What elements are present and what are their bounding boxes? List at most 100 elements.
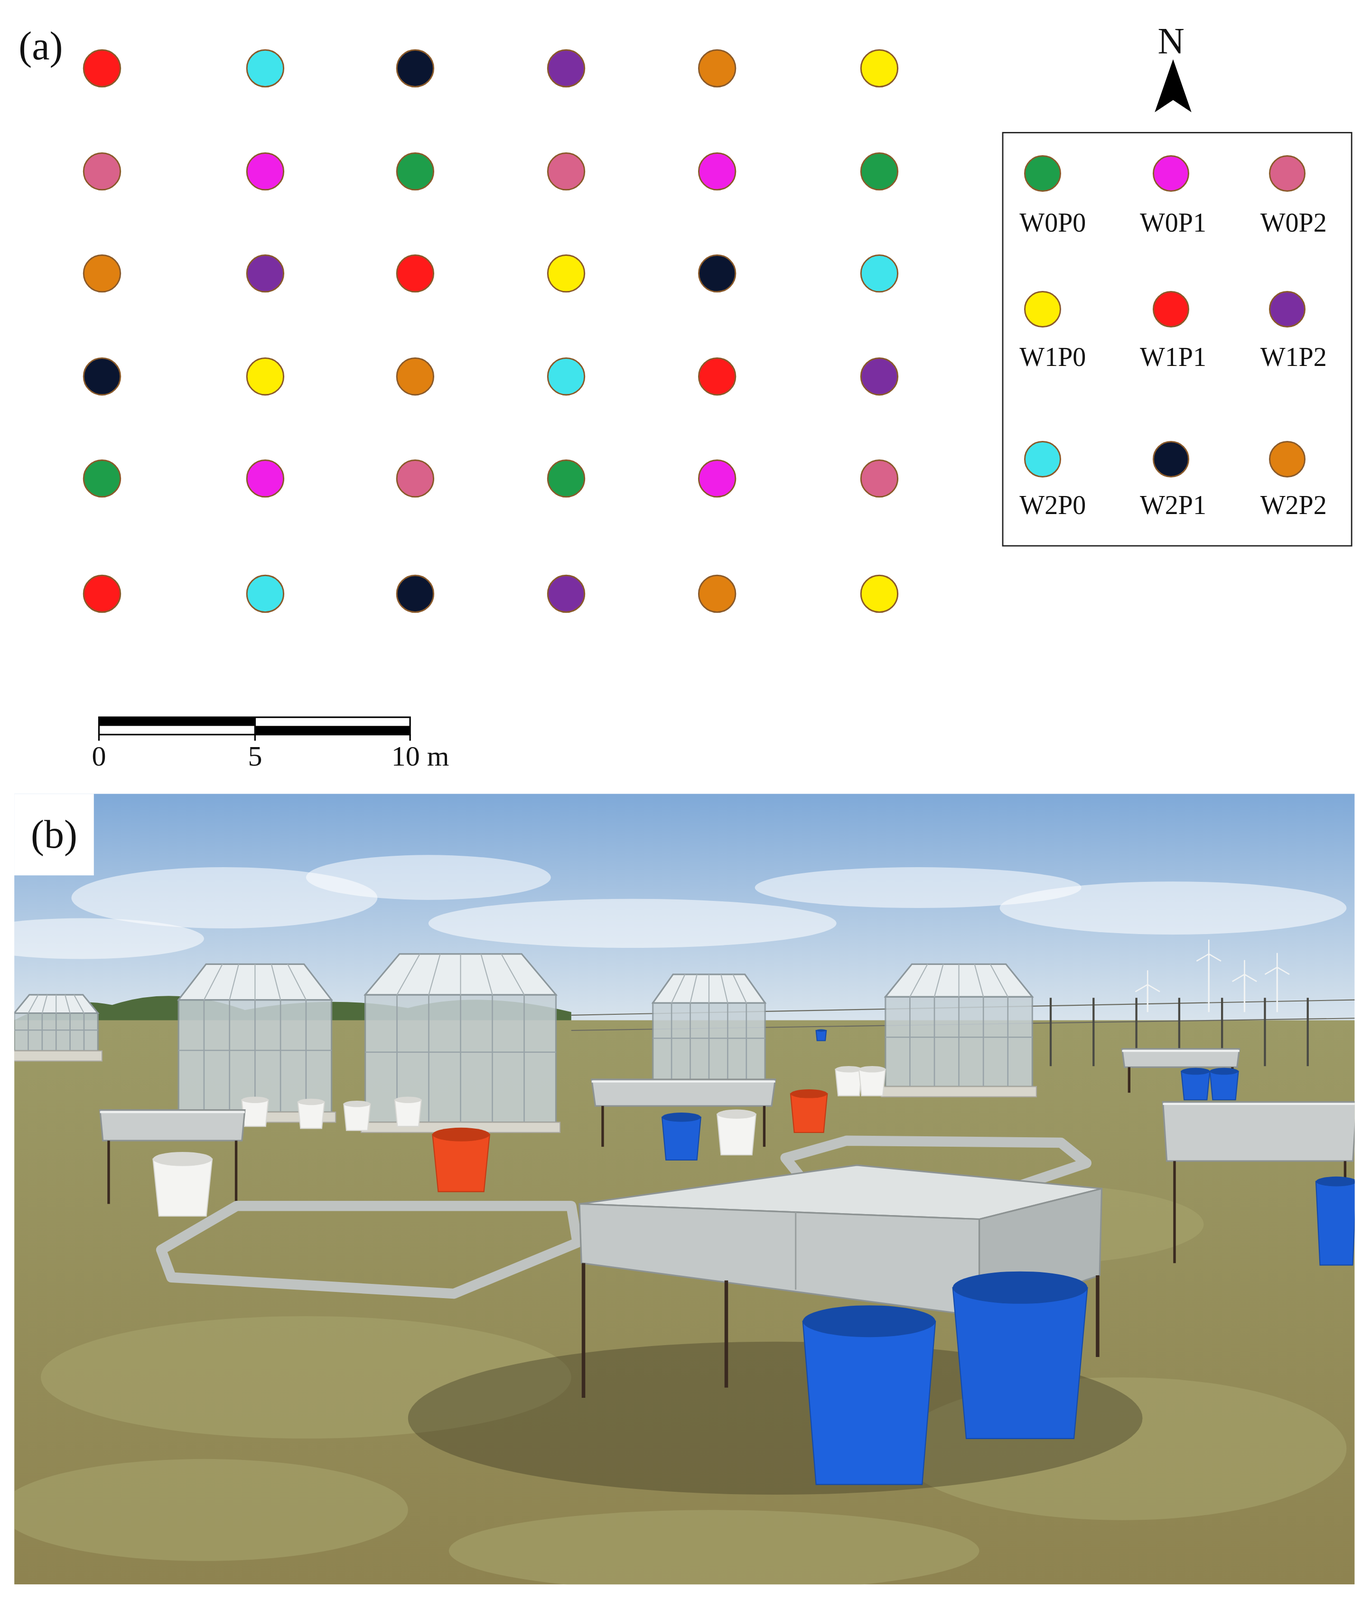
greenhouse-frame bbox=[933, 996, 936, 1087]
greenhouse-roof bbox=[178, 963, 332, 1000]
plot-circle bbox=[396, 254, 434, 292]
roof-panel bbox=[42, 994, 48, 1014]
bucket bbox=[835, 1069, 862, 1096]
roof-panel bbox=[958, 963, 960, 997]
greenhouse-frame bbox=[365, 1051, 557, 1053]
roof-panel bbox=[271, 963, 281, 1000]
bucket-rim bbox=[394, 1096, 422, 1103]
legend-label: W2P2 bbox=[1260, 491, 1327, 519]
roof-panel bbox=[934, 963, 944, 997]
rain-tray bbox=[100, 1109, 245, 1141]
plot-circle bbox=[547, 254, 585, 292]
legend-swatch bbox=[1024, 155, 1061, 192]
bucket-rim bbox=[432, 1127, 490, 1142]
bucket-rim bbox=[816, 1028, 827, 1032]
legend-label: W2P0 bbox=[1019, 491, 1086, 519]
plot-circle bbox=[547, 49, 585, 87]
turbine-tower bbox=[1208, 953, 1210, 1013]
tray-leg bbox=[234, 1140, 238, 1204]
cloud bbox=[14, 918, 205, 960]
bucket bbox=[790, 1093, 828, 1133]
scale-tick bbox=[254, 717, 256, 741]
roof-panel bbox=[990, 963, 1008, 997]
legend-swatch bbox=[1152, 290, 1190, 328]
roof-panel bbox=[501, 953, 524, 995]
roof-panel bbox=[708, 974, 710, 1003]
tray-leg bbox=[763, 1105, 766, 1147]
greenhouse-frame bbox=[83, 1013, 85, 1052]
turbine-blades bbox=[1135, 969, 1160, 992]
greenhouse-body bbox=[14, 1013, 98, 1052]
scale-tick bbox=[98, 734, 100, 741]
plot-circle bbox=[860, 49, 898, 87]
legend-swatch bbox=[1024, 290, 1061, 328]
bucket-rim bbox=[717, 1109, 756, 1120]
bucket bbox=[1209, 1071, 1239, 1100]
greenhouse-roof bbox=[365, 953, 557, 995]
tray-divider bbox=[794, 1212, 797, 1290]
greenhouse-frame bbox=[671, 1002, 673, 1082]
bucket-rim bbox=[662, 1112, 701, 1122]
greenhouse-frame bbox=[41, 1013, 44, 1052]
greenhouse-body bbox=[178, 999, 332, 1112]
plot-frame bbox=[161, 1205, 578, 1294]
bucket bbox=[717, 1113, 756, 1155]
roof-panel bbox=[459, 953, 461, 995]
greenhouse-frame bbox=[27, 1013, 29, 1052]
roof-panel bbox=[65, 994, 71, 1014]
scale-bar-segment bbox=[99, 717, 256, 726]
tray-leg bbox=[1173, 1160, 1176, 1263]
tray-leg bbox=[1128, 1066, 1131, 1093]
plot-circle bbox=[547, 152, 585, 190]
tray-rim bbox=[591, 1080, 776, 1082]
greenhouse-frame bbox=[958, 996, 960, 1087]
roof-panel bbox=[229, 963, 239, 1000]
plot-circle bbox=[246, 49, 284, 87]
cloud bbox=[306, 854, 551, 900]
roof-panel bbox=[690, 974, 698, 1003]
plot-circle bbox=[396, 49, 434, 87]
legend-label: W1P2 bbox=[1260, 343, 1327, 371]
legend-swatch bbox=[1152, 155, 1190, 192]
bucket-rim bbox=[1315, 1176, 1355, 1187]
rain-tray bbox=[591, 1079, 776, 1106]
greenhouse-frame bbox=[523, 994, 525, 1123]
bucket-rim bbox=[298, 1098, 325, 1105]
bucket-rim bbox=[858, 1065, 886, 1073]
roof-panel bbox=[397, 953, 420, 995]
bucket-rim bbox=[343, 1100, 371, 1107]
tray-leg bbox=[724, 1280, 729, 1388]
roof-panel bbox=[27, 994, 38, 1014]
greenhouse-base bbox=[14, 1050, 103, 1061]
bucket bbox=[394, 1099, 422, 1127]
plot-circle bbox=[396, 459, 434, 497]
greenhouse-frame bbox=[909, 996, 911, 1087]
legend-label: W1P1 bbox=[1139, 343, 1207, 371]
scale-label: 10 m bbox=[391, 741, 450, 771]
bucket bbox=[152, 1158, 213, 1216]
greenhouse-roof bbox=[885, 963, 1033, 997]
plot-circle bbox=[698, 459, 736, 497]
roof-panel bbox=[671, 974, 685, 1003]
greenhouse-frame bbox=[279, 999, 282, 1112]
greenhouse-frame bbox=[652, 1037, 765, 1039]
bucket-rim bbox=[952, 1271, 1088, 1304]
greenhouse-frame bbox=[885, 1036, 1033, 1038]
greenhouse-frame bbox=[14, 1029, 98, 1031]
bucket-rim bbox=[802, 1305, 936, 1337]
roof-panel bbox=[74, 994, 84, 1014]
fence-post bbox=[1092, 997, 1095, 1066]
cloud bbox=[999, 881, 1347, 935]
bucket-rim bbox=[241, 1096, 269, 1103]
turbine-blades bbox=[1232, 960, 1258, 982]
roof-panel bbox=[287, 963, 307, 1000]
bucket bbox=[858, 1069, 886, 1096]
turbine-tower bbox=[1276, 967, 1278, 1013]
roof-panel bbox=[720, 974, 728, 1003]
legend-swatch bbox=[1268, 440, 1306, 478]
greenhouse-frame bbox=[254, 999, 256, 1112]
greenhouse-frame bbox=[55, 1013, 57, 1052]
greenhouse-frame bbox=[708, 1002, 710, 1082]
